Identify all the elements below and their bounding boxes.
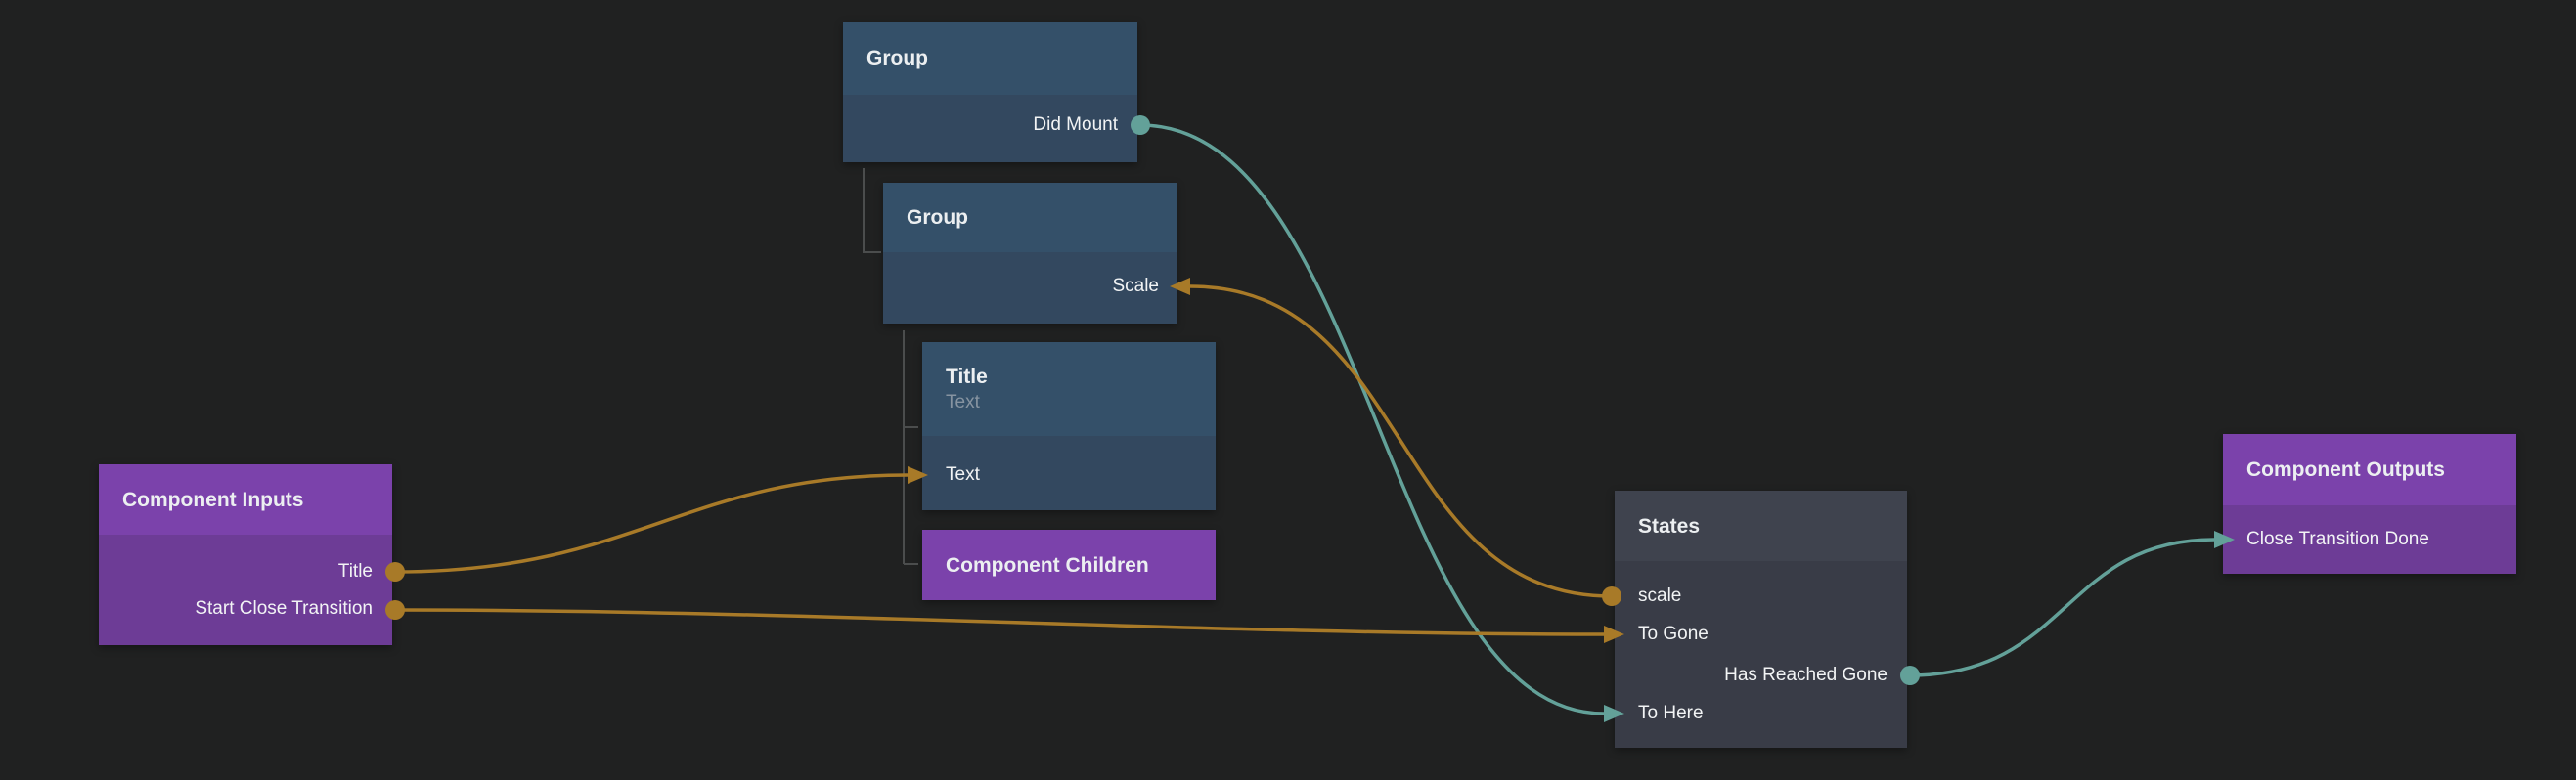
node-component-inputs[interactable]: Component Inputs Title Start Close Trans… <box>99 464 392 645</box>
node-group-2-header: Group <box>883 183 1177 252</box>
port-label: Scale <box>1112 276 1159 296</box>
port-has-reached-gone-output[interactable]: Has Reached Gone <box>1615 661 1907 690</box>
node-title-text-body: Text <box>922 436 1216 510</box>
node-title-text[interactable]: Title Text Text <box>922 342 1216 510</box>
node-group-1-header: Group <box>843 22 1137 95</box>
node-group-2[interactable]: Group Scale <box>883 183 1177 324</box>
node-component-inputs-body: Title Start Close Transition <box>99 535 392 645</box>
node-states[interactable]: States scale To Gone Has Reached Gone To… <box>1615 491 1907 748</box>
node-title: Component Children <box>946 553 1149 577</box>
port-label: To Here <box>1638 703 1704 723</box>
node-component-outputs-header: Component Outputs <box>2223 434 2516 505</box>
port-close-transition-done-input[interactable]: Close Transition Done <box>2223 525 2516 554</box>
wire-start-close-transition-to-gone[interactable] <box>393 608 1606 636</box>
node-title: Component Outputs <box>2246 458 2445 481</box>
port-text-input[interactable]: Text <box>922 460 1216 490</box>
port-scale-output[interactable]: scale <box>1615 582 1907 611</box>
wire-scale-scale[interactable] <box>1188 284 1614 598</box>
hierarchy-line-group1-group2 <box>863 168 881 253</box>
port-label: Did Mount <box>1033 114 1118 135</box>
port-scale-input[interactable]: Scale <box>883 272 1177 301</box>
node-title: Group <box>907 206 968 229</box>
node-component-inputs-header: Component Inputs <box>99 464 392 535</box>
port-start-close-transition-output[interactable]: Start Close Transition <box>99 594 392 624</box>
node-component-children[interactable]: Component Children <box>922 530 1216 600</box>
node-title-text-header: Title Text <box>922 342 1216 436</box>
node-title: States <box>1638 514 1701 538</box>
node-states-body: scale To Gone Has Reached Gone To Here <box>1615 561 1907 748</box>
port-label: scale <box>1638 585 1682 606</box>
port-did-mount[interactable]: Did Mount <box>843 110 1137 140</box>
node-group-1[interactable]: Group Did Mount <box>843 22 1137 162</box>
node-group-1-body: Did Mount <box>843 95 1137 162</box>
port-label: Text <box>946 464 980 485</box>
port-label: Has Reached Gone <box>1724 665 1888 685</box>
node-states-header: States <box>1615 491 1907 561</box>
port-label: Start Close Transition <box>195 598 373 619</box>
port-label: To Gone <box>1638 624 1709 644</box>
node-component-outputs[interactable]: Component Outputs Close Transition Done <box>2223 434 2516 574</box>
port-label: Title <box>337 561 373 582</box>
wire-has-reached-gone-close-transition-done[interactable] <box>1908 538 2216 677</box>
port-to-here-input[interactable]: To Here <box>1615 699 1907 728</box>
node-title: Component Inputs <box>122 488 304 511</box>
wire-title-text[interactable] <box>393 473 910 574</box>
node-component-children-header: Component Children <box>922 530 1216 600</box>
node-subtitle: Text <box>946 392 980 412</box>
port-to-gone-input[interactable]: To Gone <box>1615 620 1907 649</box>
node-title: Group <box>866 47 928 69</box>
port-label: Close Transition Done <box>2246 529 2429 549</box>
node-component-outputs-body: Close Transition Done <box>2223 505 2516 574</box>
node-group-2-body: Scale <box>883 252 1177 324</box>
port-title-output[interactable]: Title <box>99 557 392 586</box>
node-title: Title <box>946 366 988 388</box>
